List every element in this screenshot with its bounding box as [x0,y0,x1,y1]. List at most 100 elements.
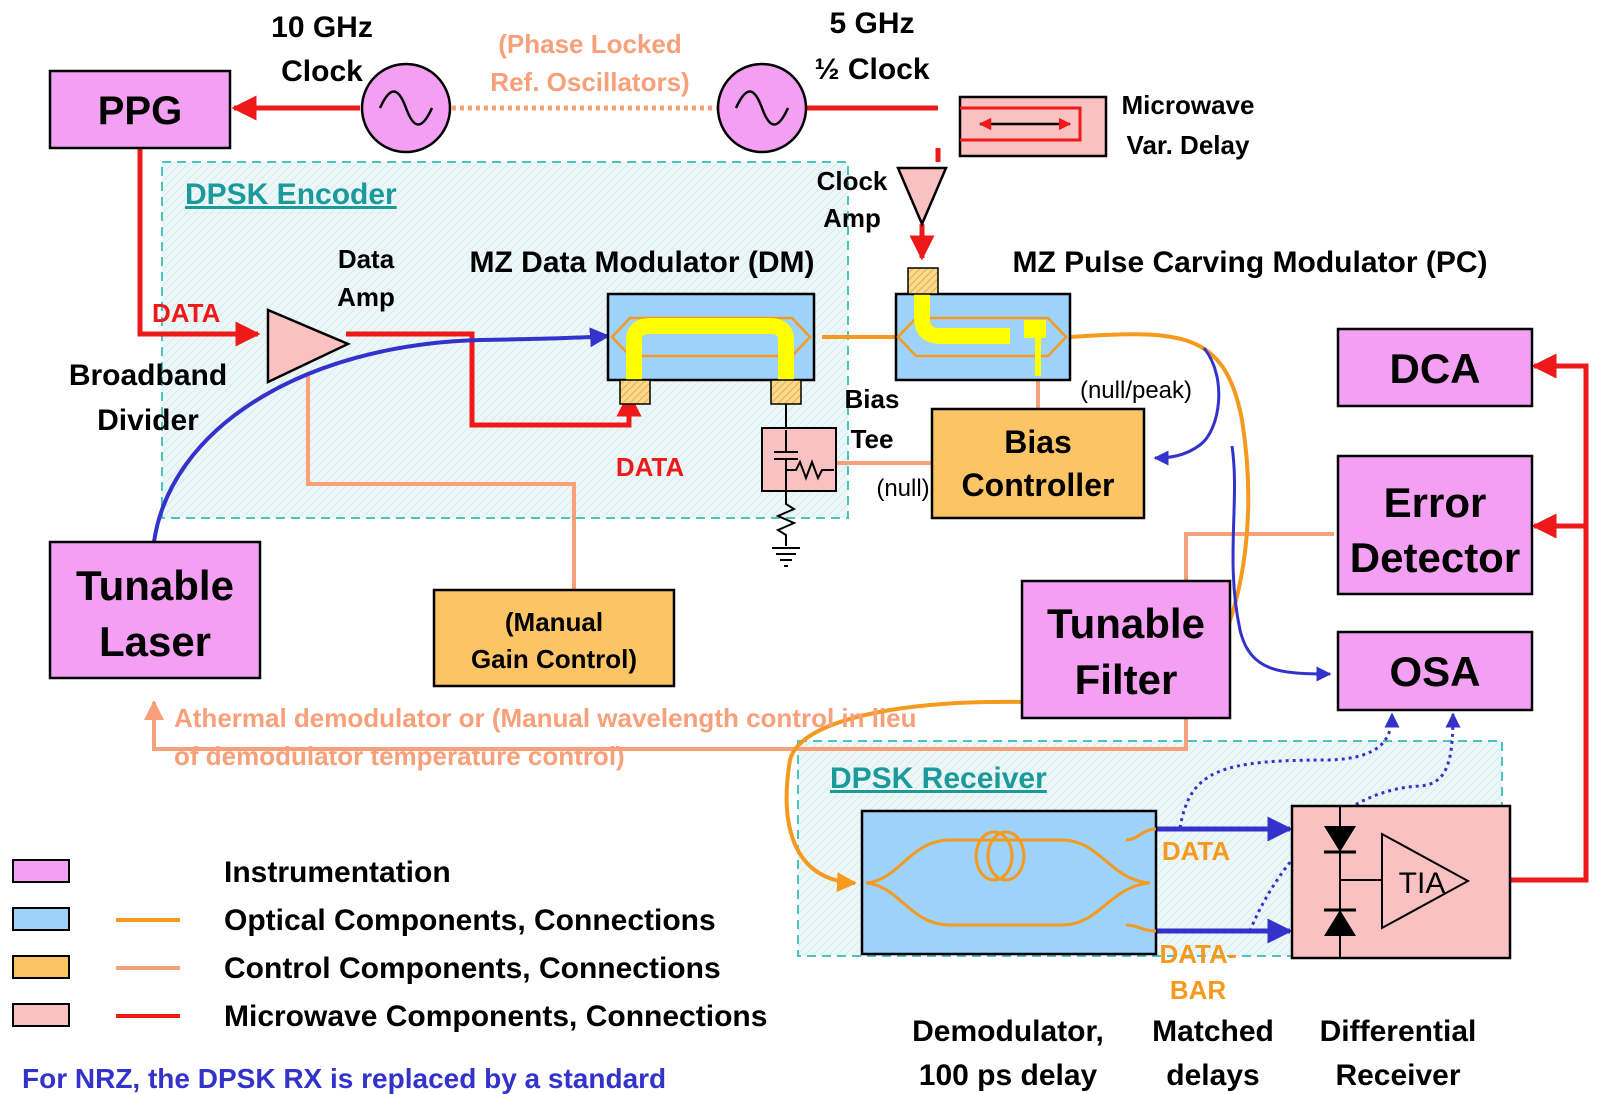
legend-swatch-instrumentation [12,859,70,883]
dpsk-receiver-title: DPSK Receiver [830,762,1047,795]
databar-tap-to-osa-line [1248,712,1461,932]
clock-amp-label: Clock [817,166,888,196]
tunable-filter-box [1020,579,1232,720]
microwave-delay-label: Var. Delay [1127,130,1250,160]
ppg-data-label: DATA [152,298,221,328]
osa-label: OSA [1389,648,1480,695]
null-peak-label: (null/peak) [1080,377,1192,404]
demodulator-caption: Demodulator, [912,1015,1104,1048]
tunable-laser-label: Tunable [76,562,234,609]
pc-tap-to-controller-line [1153,347,1221,466]
laser-to-dm-line [152,327,610,543]
legend-swatch-control [12,955,70,979]
feedback-label: of demodulator temperature control) [174,741,625,771]
ground-icon [772,547,800,567]
tunable-laser-box [48,540,262,680]
resistor-icon [775,491,797,546]
legend-label: Control Components, Connections [224,952,721,985]
amp-to-dm-data-line [346,331,642,428]
data-amp-triangle [266,308,352,384]
rx-data-label: DATA [1162,836,1231,866]
manual-gain-label: Gain Control) [471,644,637,674]
phase-locked-label: (Phase Locked [498,29,682,59]
photodiode-icon [1324,910,1356,936]
demod-out-lower [1125,923,1157,933]
pc-tap-to-osa-line [1230,445,1332,682]
error-detector-box [1336,454,1534,596]
legend-swatch-optical [12,907,70,931]
microwave-delay-path [960,106,1082,142]
delay-coil-icon [974,830,1014,882]
ed-to-filter-control-line [1184,532,1334,589]
data-amp-label: Data [338,244,395,274]
legend-label: Optical Components, Connections [224,904,716,937]
tia-label: TIA [1399,867,1446,900]
receiver-to-dca-ed-line [1448,353,1589,883]
dm-data-label: DATA [616,452,685,482]
legend-label: Microwave Components, Connections [224,1000,767,1033]
dpsk-encoder-title: DPSK Encoder [185,178,397,211]
pc-to-filter-line [1069,332,1251,637]
demodulator-box [860,809,1158,956]
footnote: For NRZ, the DPSK RX is replaced by a st… [22,1063,666,1094]
10ghz-clock-label: 10 GHz [271,11,373,44]
clock-amp-label: Amp [823,203,881,233]
filter-feedback-line [144,700,1188,751]
dca-box [1336,327,1534,408]
sine-icon [378,90,434,126]
dm-rf-port-right [770,379,802,405]
tia-triangle [1381,832,1471,930]
ppg-box [48,69,232,150]
differential-receiver-caption: Differential [1320,1015,1477,1048]
gain-control-line [306,372,576,590]
demod-lower-arm [865,881,1151,927]
filter-to-demod-line [784,699,1023,893]
legend-swatch-microwave [12,1003,70,1027]
delay-coil-icon [986,830,1026,882]
microwave-delay-box [958,95,1108,158]
pc-bias-electrode [1024,320,1046,338]
demodulator-caption: 100 ps delay [919,1059,1098,1092]
bias-tee-box [761,427,837,492]
rx-databar-label: DATA- [1159,939,1236,969]
data-amp-label: Amp [337,282,395,312]
clock-amp-triangle [896,166,948,228]
broadband-divider-label: Divider [97,404,199,437]
tunable-filter-label: Filter [1075,656,1178,703]
pc-label: MZ Pulse Carving Modulator (PC) [1012,246,1487,279]
differential-receiver-caption: Receiver [1335,1059,1460,1092]
dca-label: DCA [1390,345,1481,392]
rx-databar-label: BAR [1170,975,1227,1005]
error-detector-label: Detector [1350,534,1520,581]
photodiode-icon [1324,826,1356,852]
dm-label: MZ Data Modulator (DM) [470,246,815,279]
ppg-label: PPG [98,89,182,133]
broadband-divider-label: Broadband [69,359,227,392]
dm-electrode [626,318,794,380]
error-detector-label: Error [1384,479,1487,526]
tunable-filter-label: Tunable [1047,600,1205,647]
10ghz-clock-label: Clock [281,55,363,88]
bias-controller-label: Bias [1004,424,1072,460]
matched-delays-caption: delays [1166,1059,1259,1092]
bias-controller-label: Controller [962,467,1115,503]
legend-label: Instrumentation [224,856,451,889]
pc-electrode [914,294,1010,344]
dm-rf-port-left [619,379,651,405]
phase-locked-label: Ref. Oscillators) [490,67,689,97]
data-tap-to-osa-line [1178,712,1400,829]
manual-gain-label: (Manual [505,607,603,637]
microwave-delay-label: Microwave [1122,90,1255,120]
matched-delays-caption: Matched [1152,1015,1274,1048]
bias-tee-label: Tee [851,424,894,454]
5ghz-clock-label: ½ Clock [814,53,929,86]
5ghz-clock-label: 5 GHz [829,7,914,40]
feedback-label: Athermal demodulator or (Manual waveleng… [174,703,917,733]
pc-rf-port [907,267,939,295]
tunable-laser-label: Laser [99,618,211,665]
osa-box [1336,630,1534,712]
null-label: (null) [876,475,929,502]
sine-icon [734,90,790,126]
bias-tee-label: Bias [845,384,900,414]
bias-controller-box [930,407,1146,520]
